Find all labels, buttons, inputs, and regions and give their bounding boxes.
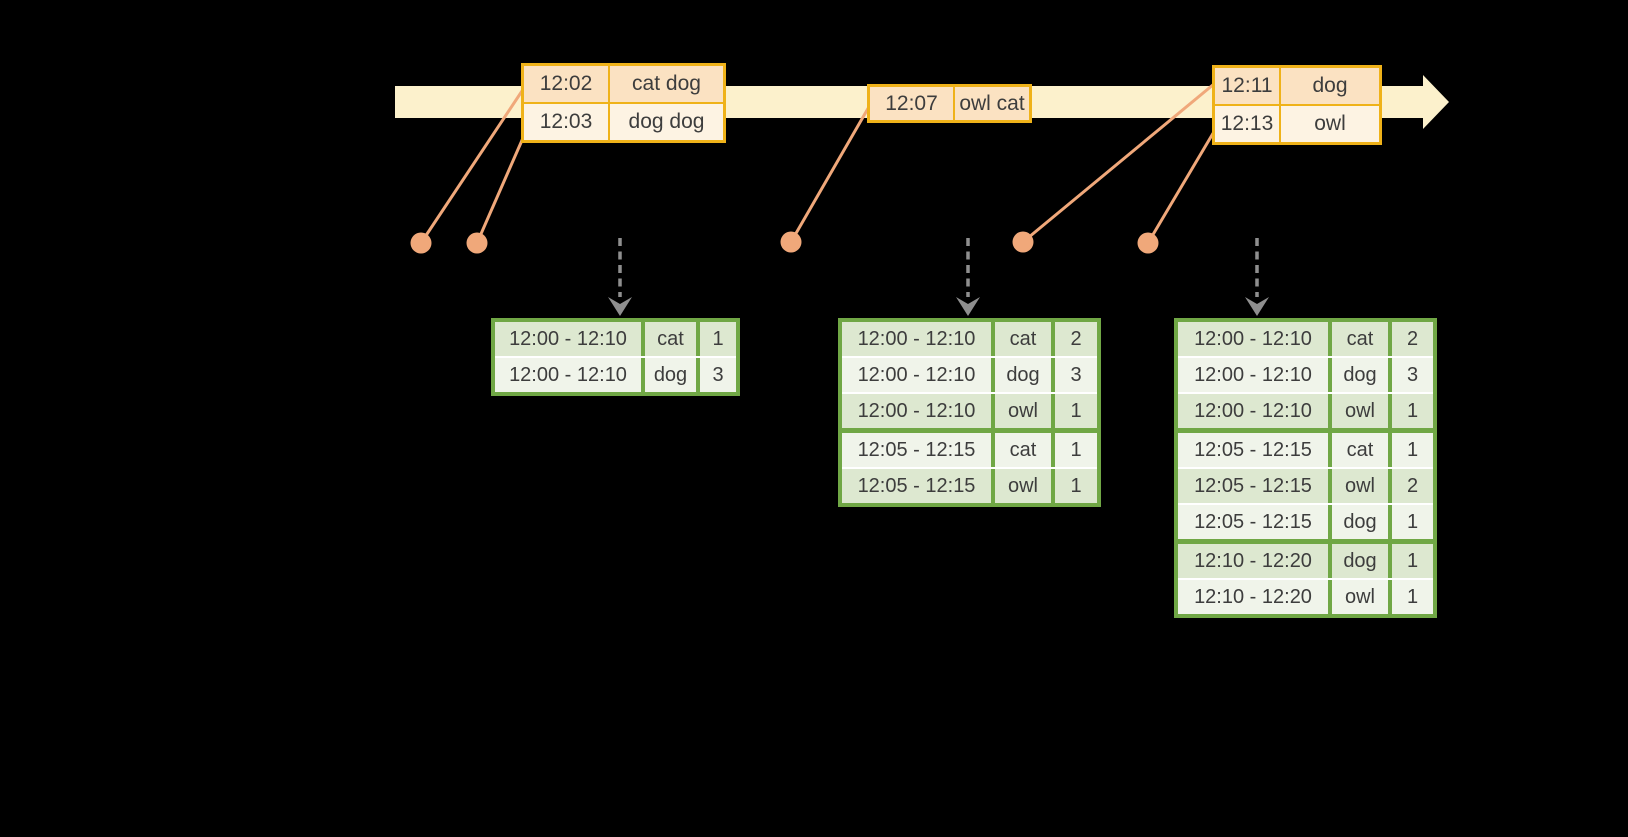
word-cell: owl: [1328, 580, 1388, 614]
event-dot: [1012, 231, 1034, 253]
window-cell: 12:00 - 12:10: [842, 394, 991, 428]
result-row: 12:00 - 12:10 dog 3: [842, 356, 1097, 392]
event-connector-lines: [419, 82, 1217, 244]
result-row: 12:10 - 12:20 owl 1: [1178, 578, 1433, 614]
event-words-cell: owl: [1279, 106, 1379, 142]
event-time-cell: 12:03: [524, 104, 608, 140]
event-row: 12:11 dog: [1215, 68, 1379, 104]
event-dot: [410, 232, 432, 254]
word-cell: cat: [641, 322, 696, 356]
timeline-arrowhead-icon: [1423, 75, 1449, 129]
event-connector-line: [1022, 82, 1215, 244]
count-cell: 1: [1388, 505, 1433, 539]
trigger-arrows: [608, 238, 1269, 316]
result-row: 12:05 - 12:15 owl 1: [842, 467, 1097, 503]
window-cell: 12:05 - 12:15: [1178, 433, 1328, 467]
window-cell: 12:10 - 12:20: [1178, 544, 1328, 578]
window-cell: 12:00 - 12:10: [842, 358, 991, 392]
window-cell: 12:10 - 12:20: [1178, 580, 1328, 614]
event-dot: [780, 231, 802, 253]
window-cell: 12:00 - 12:10: [842, 322, 991, 356]
window-cell: 12:00 - 12:10: [495, 358, 641, 392]
count-cell: 1: [1388, 394, 1433, 428]
event-row: 12:13 owl: [1215, 104, 1379, 142]
result-row: 12:00 - 12:10 cat 1: [495, 322, 736, 356]
count-cell: 2: [1051, 322, 1097, 356]
window-cell: 12:00 - 12:10: [1178, 394, 1328, 428]
result-row: 12:00 - 12:10 dog 3: [1178, 356, 1433, 392]
event-table: 12:02 cat dog 12:03 dog dog: [521, 63, 726, 143]
word-cell: dog: [991, 358, 1051, 392]
event-time-cell: 12:13: [1215, 106, 1279, 142]
event-connector-line: [789, 104, 872, 243]
event-time-cell: 12:02: [524, 66, 608, 102]
word-cell: cat: [991, 322, 1051, 356]
word-cell: dog: [641, 358, 696, 392]
count-cell: 3: [696, 358, 736, 392]
event-words-cell: dog: [1279, 68, 1379, 104]
count-cell: 1: [1388, 433, 1433, 467]
event-row: 12:03 dog dog: [524, 102, 723, 140]
word-cell: owl: [991, 394, 1051, 428]
event-table: 12:07 owl cat: [867, 84, 1032, 123]
event-words-cell: dog dog: [608, 104, 723, 140]
result-row: 12:05 - 12:15 dog 1: [1178, 503, 1433, 539]
trigger-arrowhead-icon: [956, 297, 980, 316]
result-table: 12:00 - 12:10 cat 1 12:00 - 12:10 dog 3: [491, 318, 740, 396]
result-table: 12:00 - 12:10 cat 2 12:00 - 12:10 dog 3 …: [1174, 318, 1437, 618]
count-cell: 1: [1388, 580, 1433, 614]
event-row: 12:02 cat dog: [524, 66, 723, 102]
window-cell: 12:05 - 12:15: [1178, 469, 1328, 503]
count-cell: 2: [1388, 322, 1433, 356]
window-cell: 12:00 - 12:10: [1178, 322, 1328, 356]
word-cell: cat: [991, 433, 1051, 467]
count-cell: 2: [1388, 469, 1433, 503]
window-cell: 12:00 - 12:10: [495, 322, 641, 356]
window-cell: 12:05 - 12:15: [1178, 505, 1328, 539]
event-time-cell: 12:11: [1215, 68, 1279, 104]
word-cell: owl: [1328, 469, 1388, 503]
result-row: 12:00 - 12:10 cat 2: [1178, 322, 1433, 356]
result-table: 12:00 - 12:10 cat 2 12:00 - 12:10 dog 3 …: [838, 318, 1101, 507]
word-cell: dog: [1328, 505, 1388, 539]
count-cell: 1: [696, 322, 736, 356]
event-connector-line: [1146, 129, 1217, 244]
trigger-arrowhead-icon: [1245, 297, 1269, 316]
event-time-cell: 12:07: [870, 87, 953, 120]
event-table: 12:11 dog 12:13 owl: [1212, 65, 1382, 145]
window-cell: 12:00 - 12:10: [1178, 358, 1328, 392]
event-row: 12:07 owl cat: [870, 87, 1029, 120]
window-cell: 12:05 - 12:15: [842, 469, 991, 503]
count-cell: 3: [1051, 358, 1097, 392]
result-row: 12:00 - 12:10 owl 1: [842, 392, 1097, 428]
result-row: 12:05 - 12:15 owl 2: [1178, 467, 1433, 503]
event-dots: [410, 231, 1159, 254]
result-row: 12:00 - 12:10 dog 3: [495, 356, 736, 392]
result-row: 12:00 - 12:10 owl 1: [1178, 392, 1433, 428]
word-cell: cat: [1328, 322, 1388, 356]
count-cell: 1: [1388, 544, 1433, 578]
window-cell: 12:05 - 12:15: [842, 433, 991, 467]
event-words-cell: cat dog: [608, 66, 723, 102]
word-cell: dog: [1328, 544, 1388, 578]
event-dot: [1137, 232, 1159, 254]
result-row: 12:05 - 12:15 cat 1: [1178, 428, 1433, 467]
event-dot: [466, 232, 488, 254]
event-connector-line: [419, 87, 526, 244]
word-cell: owl: [1328, 394, 1388, 428]
trigger-arrowhead-icon: [608, 297, 632, 316]
event-connector-line: [475, 137, 525, 244]
event-words-cell: owl cat: [953, 87, 1029, 120]
word-cell: dog: [1328, 358, 1388, 392]
result-row: 12:05 - 12:15 cat 1: [842, 428, 1097, 467]
count-cell: 3: [1388, 358, 1433, 392]
result-row: 12:00 - 12:10 cat 2: [842, 322, 1097, 356]
word-cell: owl: [991, 469, 1051, 503]
word-cell: cat: [1328, 433, 1388, 467]
count-cell: 1: [1051, 433, 1097, 467]
result-row: 12:10 - 12:20 dog 1: [1178, 539, 1433, 578]
count-cell: 1: [1051, 394, 1097, 428]
count-cell: 1: [1051, 469, 1097, 503]
